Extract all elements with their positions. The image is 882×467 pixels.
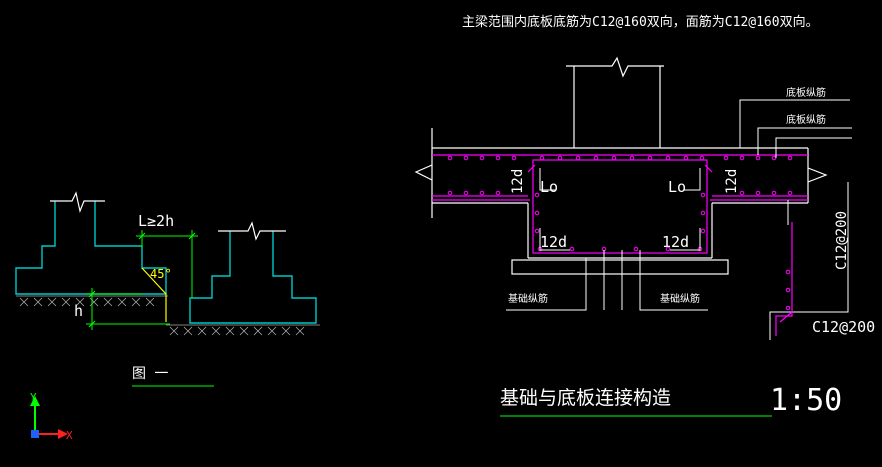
dim-length [136,230,198,298]
ucs-icon: Y X [30,391,73,442]
dim-height [86,288,170,330]
anchor-right-side-label: 12d [724,169,740,194]
left-ground-hatch [16,295,168,307]
main-section: Lo Lo 12d 12d 12d 12d 底板纵筋 底板纵筋 基础纵筋 基础纵… [414,56,875,418]
rebar-horizontal-label: C12@200 [812,318,875,336]
label-top-right-1: 底板纵筋 [786,86,826,99]
ucs-x-label: X [66,429,73,442]
left-figure: 45° L≥2h h 图 一 [15,191,320,387]
angle-label: 45° [150,267,172,281]
right-break-mark [218,221,286,241]
dim-height-label: h [74,302,83,320]
rebar-vertical-label: C12@200 [834,211,850,270]
left-break-mark [50,191,105,214]
anchor-left-side-label: 12d [510,169,526,194]
scale-label: 1:50 [770,383,842,418]
right-footing-outline [189,231,317,324]
rebar-slab [432,154,808,254]
side-rebar-dots [785,269,791,311]
lap-left-label: Lo [540,178,558,196]
label-bottom-left: 基础纵筋 [508,292,548,305]
dim-length-label: L≥2h [138,212,174,230]
rebar-dots [447,155,793,252]
ucs-y-label: Y [30,391,37,404]
right-ground-hatch [166,324,320,336]
leader-lines [506,99,852,340]
column-above [566,56,664,148]
lap-right-label: Lo [668,178,686,196]
section-title: 基础与底板连接构造 [500,387,671,409]
figure-caption: 图 一 [132,366,168,382]
anchor-bottom-right-label: 12d [662,233,689,251]
slab-outline [414,128,828,275]
slope-45-line [141,267,167,295]
label-bottom-right: 基础纵筋 [660,292,700,305]
header-note: 主梁范围内底板底筋为C12@160双向，面筋为C12@160双向。 [462,14,819,30]
side-rebar-detail [775,222,793,336]
anchor-bottom-left-label: 12d [540,233,567,251]
anchor-marks [539,168,701,251]
label-top-right-2: 底板纵筋 [786,113,826,126]
